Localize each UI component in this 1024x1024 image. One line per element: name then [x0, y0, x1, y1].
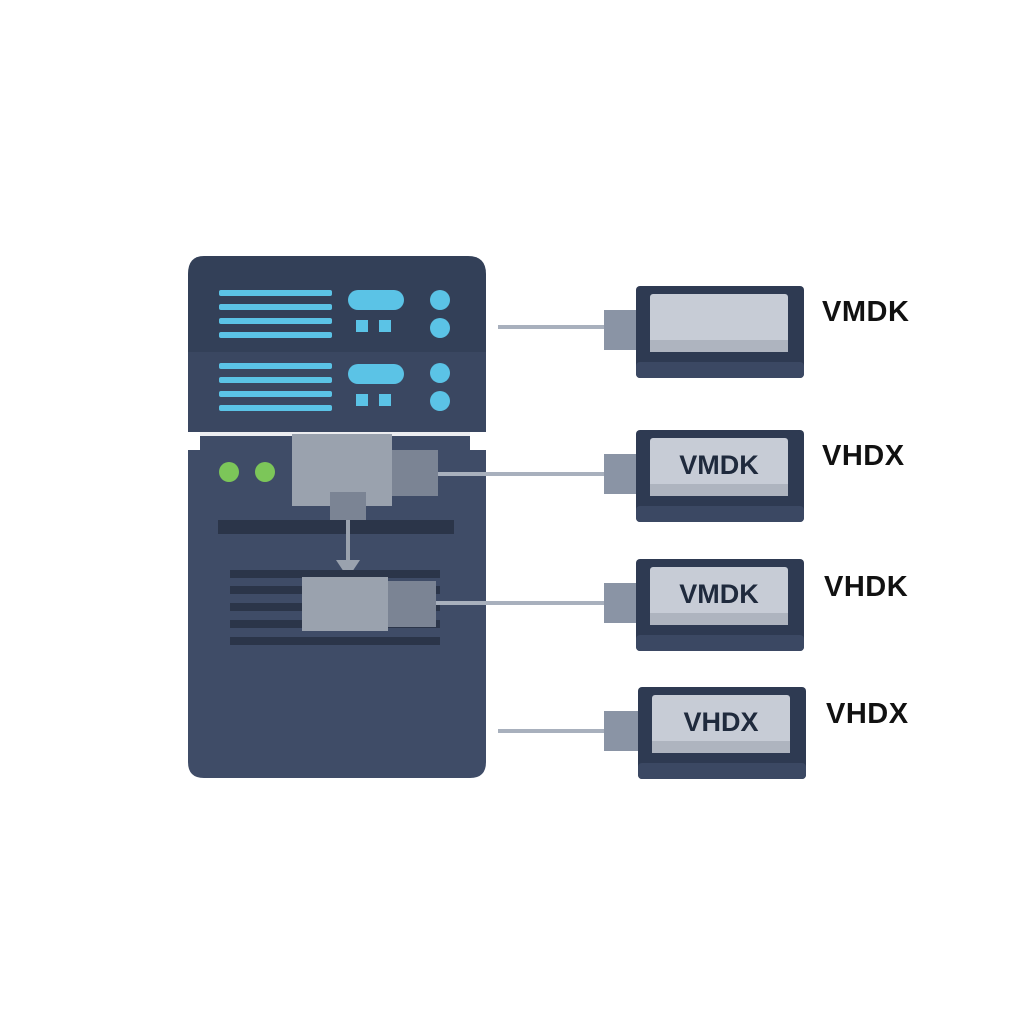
disk-4: VHDX — [604, 687, 806, 779]
drive-block-lower — [302, 577, 388, 631]
disk-4-side-label: VHDX — [826, 698, 909, 730]
port-top-2 — [379, 320, 391, 332]
disk-base-shadow — [636, 635, 804, 651]
disk-face-shade — [650, 484, 788, 496]
display-pill-second — [348, 364, 404, 384]
indicator-top-2 — [430, 318, 450, 338]
led-green-2 — [255, 462, 275, 482]
drive-stub-upper — [330, 492, 366, 520]
disk-connector — [604, 454, 638, 494]
disk-panel-label: VMDK — [679, 579, 759, 609]
drive-connector-lower — [388, 581, 436, 627]
disk-panel-label: VMDK — [679, 450, 759, 480]
disk-1 — [604, 286, 804, 378]
disk-base-shadow — [636, 362, 804, 378]
cable-4 — [498, 729, 608, 733]
server-rack-icon — [188, 256, 486, 778]
disk-face-shade — [652, 741, 790, 753]
disk-connector — [604, 711, 638, 751]
chassis-divider — [218, 520, 454, 534]
disk-2-side-label: VHDX — [822, 440, 905, 472]
vent-lines-top — [219, 290, 332, 338]
indicator-second-2 — [430, 391, 450, 411]
disk-3: VMDK — [604, 559, 804, 651]
drive-connector-upper — [392, 450, 438, 496]
disk-face-shade — [650, 613, 788, 625]
server-top-unit — [188, 256, 486, 352]
disk-face — [650, 567, 788, 625]
internal-arrow — [336, 560, 360, 578]
disk-base-shadow — [638, 763, 806, 779]
disk-3-side-label: VHDK — [824, 571, 909, 603]
internal-link — [346, 520, 350, 566]
port-second-2 — [379, 394, 391, 406]
disk-base-shadow — [636, 506, 804, 522]
disk-face-shade — [650, 340, 788, 352]
disk-face — [652, 695, 790, 753]
port-second-1 — [356, 394, 368, 406]
cable-2 — [438, 472, 608, 476]
cable-3 — [436, 601, 608, 605]
disk-2: VMDK — [604, 430, 804, 522]
disk-connector — [604, 310, 638, 350]
vent-lines-second — [219, 363, 332, 411]
indicator-top-1 — [430, 290, 450, 310]
led-green-1 — [219, 462, 239, 482]
disk-face — [650, 438, 788, 496]
disk-1-side-label: VMDK — [822, 296, 910, 328]
disk-connector — [604, 583, 638, 623]
disk-face — [650, 294, 788, 352]
port-top-1 — [356, 320, 368, 332]
disk-panel-label: VHDX — [683, 707, 758, 737]
cable-1 — [498, 325, 608, 329]
cables — [436, 325, 608, 733]
display-pill-top — [348, 290, 404, 310]
indicator-second-1 — [430, 363, 450, 383]
